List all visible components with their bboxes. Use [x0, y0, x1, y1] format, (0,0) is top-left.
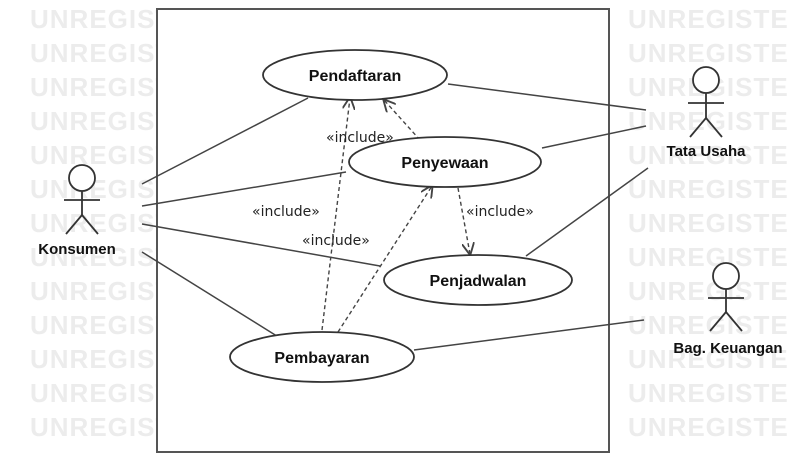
- include-label: «include»: [302, 233, 370, 249]
- usecase-penjadwalan[interactable]: Penjadwalan: [383, 254, 573, 306]
- actor-konsumen[interactable]: [64, 164, 100, 235]
- assoc-keuangan-pembayaran: [413, 319, 645, 351]
- usecase-penyewaan[interactable]: Penyewaan: [348, 136, 542, 188]
- actor-tata-usaha[interactable]: [688, 66, 724, 138]
- actor-label-konsumen: Konsumen: [38, 241, 116, 258]
- assoc-konsumen-penyewaan: [141, 171, 347, 207]
- include-pembayaran-pendaftaran: [321, 98, 350, 331]
- include-label: «include»: [326, 130, 394, 146]
- usecase-label: Penjadwalan: [430, 273, 527, 290]
- assoc-konsumen-pendaftaran: [141, 97, 309, 185]
- actor-head-icon: [692, 66, 720, 94]
- watermark-text: UNREGISTE: [628, 310, 789, 340]
- assoc-tatausaha-penjadwalan: [525, 167, 649, 257]
- watermark-text: UNREGISTE: [628, 140, 789, 170]
- usecase-label: Penyewaan: [401, 155, 488, 172]
- watermark-text: UNREGISTE: [628, 4, 789, 34]
- assoc-tatausaha-pendaftaran: [447, 83, 647, 111]
- assoc-konsumen-pembayaran: [141, 251, 281, 339]
- actor-label-tata-usaha: Tata Usaha: [667, 143, 747, 160]
- actor-bag-keuangan[interactable]: [708, 262, 744, 332]
- watermark-text: UNREGISTE: [628, 378, 789, 408]
- include-penyewaan-pendaftaran: [384, 100, 421, 141]
- include-penyewaan-penjadwalan: [457, 187, 470, 254]
- actor-label-bag-keuangan: Bag. Keuangan: [673, 340, 782, 357]
- watermark-text: UNREGISTE: [628, 174, 789, 204]
- system-boundary: [156, 8, 610, 453]
- watermark-text: UNREGISTE: [628, 276, 789, 306]
- assoc-tatausaha-penyewaan: [541, 125, 647, 149]
- include-label: «include»: [466, 204, 534, 220]
- usecase-pendaftaran[interactable]: Pendaftaran: [262, 49, 448, 101]
- usecase-pembayaran[interactable]: Pembayaran: [229, 331, 415, 383]
- include-pembayaran-penyewaan: [337, 186, 432, 333]
- actor-head-icon: [712, 262, 740, 290]
- assoc-konsumen-penjadwalan: [141, 223, 381, 267]
- usecase-label: Pembayaran: [274, 350, 369, 367]
- watermark-text: UNREGISTE: [628, 38, 789, 68]
- watermark-text: UNREGISTE: [628, 344, 789, 374]
- usecase-label: Pendaftaran: [309, 68, 401, 85]
- watermark-text: UNREGISTE: [628, 412, 789, 442]
- watermark-text: UNREGISTE: [628, 242, 789, 272]
- watermark-text: UNREGISTE: [628, 208, 789, 238]
- actor-head-icon: [68, 164, 96, 192]
- include-label: «include»: [252, 204, 320, 220]
